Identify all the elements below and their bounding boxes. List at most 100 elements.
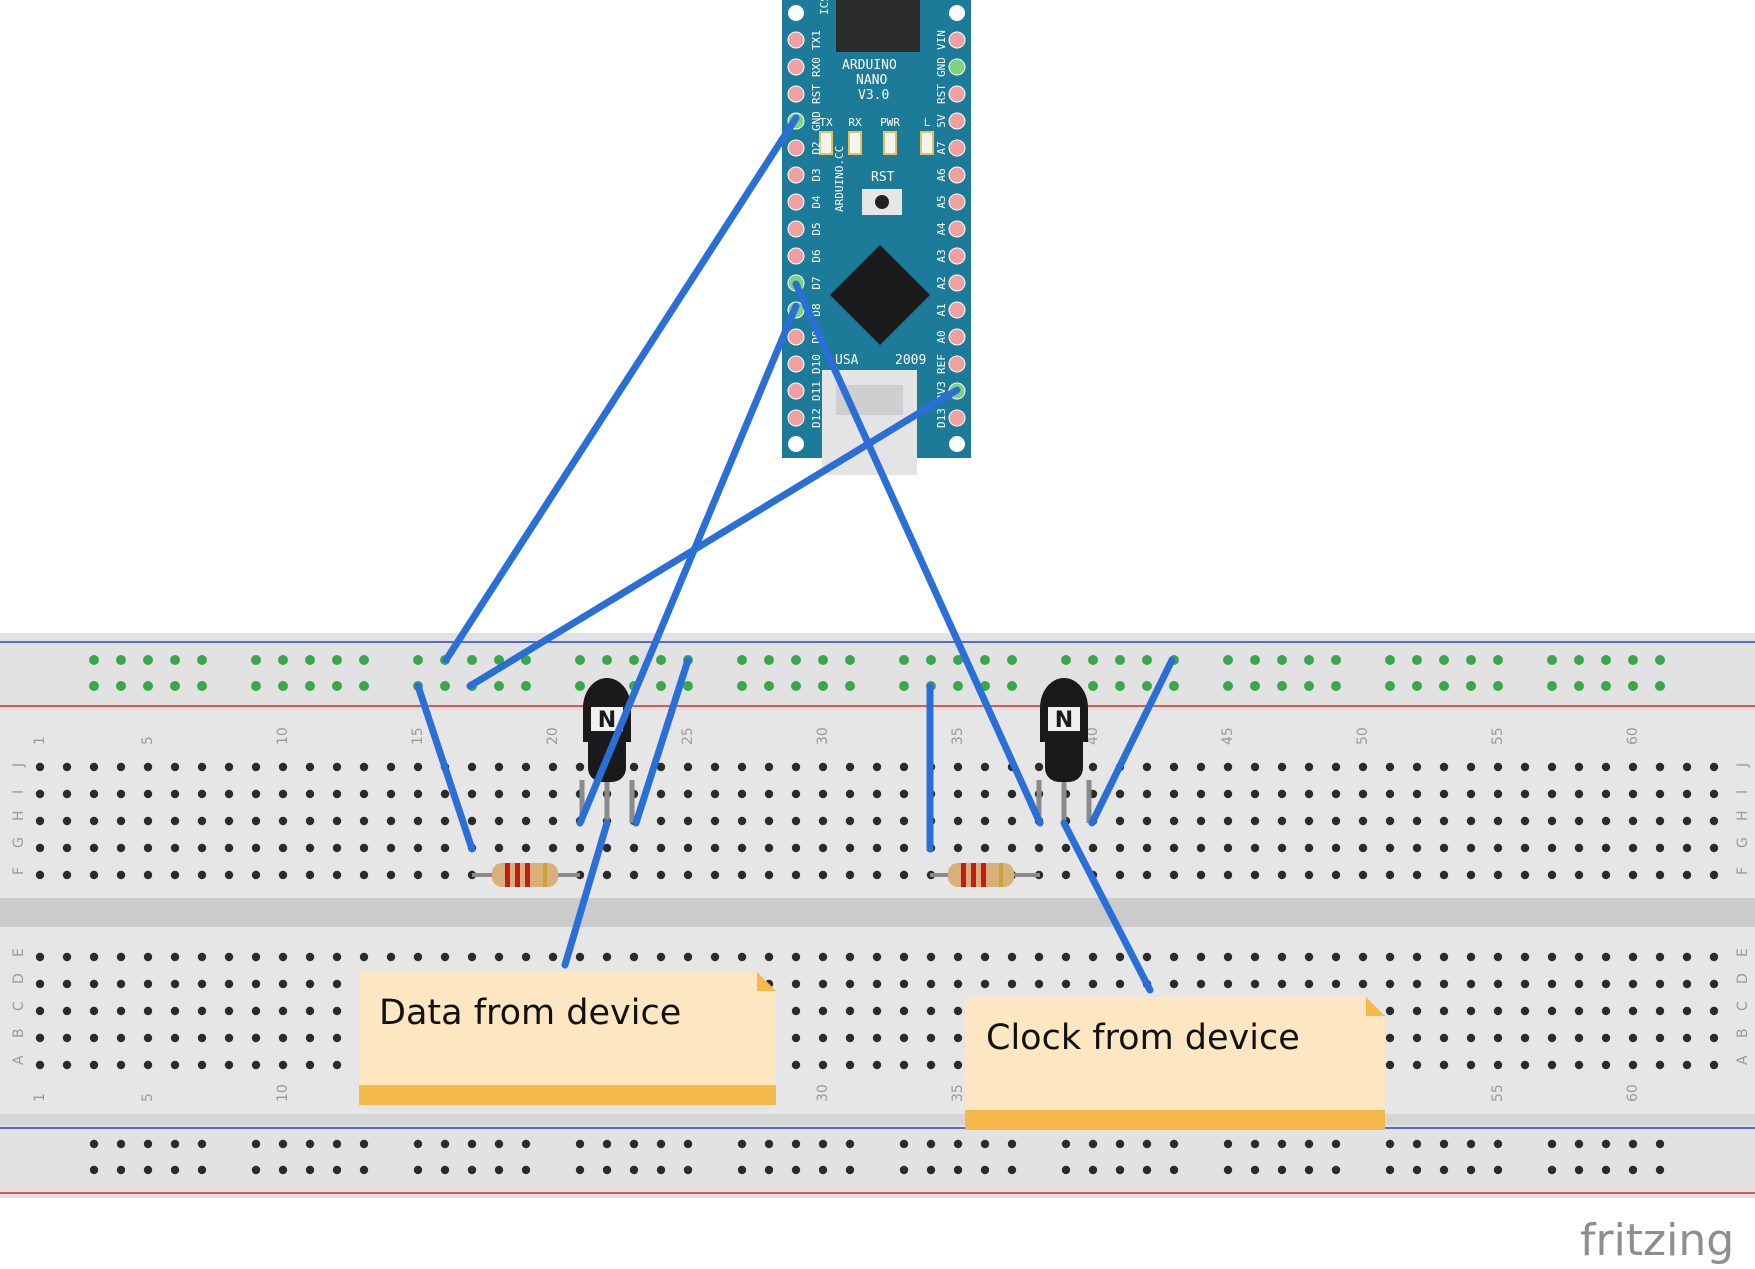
reset-button-cap[interactable] (875, 195, 889, 209)
arduino-nano[interactable]: RST ICSP ARDUINO NANO V3.0 ARDUINO.CC US… (782, 0, 971, 475)
breadboard-hole (1601, 789, 1611, 799)
wire-rail-transistor-1[interactable] (632, 656, 692, 827)
breadboard-hole (62, 843, 72, 853)
transistor-2[interactable]: N (1036, 678, 1092, 823)
note-text[interactable]: Data from device (379, 993, 681, 1033)
breadboard-hole (818, 1006, 828, 1016)
breadboard-hole (548, 843, 558, 853)
breadboard-hole (467, 789, 477, 799)
breadboard-hole (197, 952, 207, 962)
breadboard-hole (1196, 979, 1206, 989)
rail-hole (116, 655, 126, 665)
breadboard-hole (197, 843, 207, 853)
breadboard-hole (683, 816, 693, 826)
pin-label: A1 (935, 303, 948, 316)
wire-data[interactable] (576, 302, 800, 827)
note-data[interactable]: Data from device (359, 972, 776, 1105)
breadboard-hole (899, 870, 909, 880)
breadboard-hole (872, 979, 882, 989)
breadboard-hole (62, 952, 72, 962)
wire-rail-transistor-2[interactable] (1088, 656, 1176, 827)
breadboard-hole (1439, 1033, 1449, 1043)
rail-hole (980, 1139, 990, 1149)
breadboard-hole (1304, 789, 1314, 799)
breadboard-hole (1358, 843, 1368, 853)
breadboard-hole (764, 762, 774, 772)
breadboard-hole (1709, 979, 1719, 989)
breadboard-hole (1574, 952, 1584, 962)
wire-rail-resistor-1[interactable] (414, 682, 476, 853)
wire-clock-out[interactable] (1060, 819, 1154, 994)
rail-hole (1655, 681, 1665, 691)
breadboard-hole (1412, 1033, 1422, 1043)
breadboard-hole (1412, 1060, 1422, 1070)
rail-hole (1412, 655, 1422, 665)
breadboard-hole (251, 1060, 261, 1070)
breadboard-hole (737, 762, 747, 772)
breadboard-hole (305, 979, 315, 989)
rail-hole (359, 1139, 369, 1149)
column-number: 5 (140, 736, 156, 745)
breadboard-hole (1466, 1060, 1476, 1070)
pin-label: D7 (810, 276, 823, 289)
pin-label: GND (935, 57, 948, 77)
rail-hole (467, 655, 477, 665)
breadboard-hole (170, 843, 180, 853)
rail-hole (737, 655, 747, 665)
wire-data-out[interactable] (561, 819, 611, 969)
rail-hole (683, 1165, 693, 1175)
rail-hole (953, 1165, 963, 1175)
rail-hole (1574, 1139, 1584, 1149)
rail-hole (737, 1165, 747, 1175)
breadboard-hole (89, 979, 99, 989)
rail-hole (1304, 655, 1314, 665)
breadboard-hole (1466, 1006, 1476, 1016)
breadboard-hole (1385, 952, 1395, 962)
breadboard-hole (1304, 870, 1314, 880)
rail-hole (1088, 681, 1098, 691)
breadboard-hole (1709, 843, 1719, 853)
breadboard-hole (1466, 843, 1476, 853)
rail-hole (494, 1165, 504, 1175)
breadboard-hole (764, 952, 774, 962)
wire-gnd[interactable] (442, 114, 800, 664)
resistor-2[interactable] (930, 863, 1040, 887)
wire-clock[interactable] (792, 280, 1044, 827)
arduino-pin (948, 274, 966, 292)
wire-3v3[interactable] (466, 386, 961, 690)
breadboard-hole (926, 952, 936, 962)
breadboard-hole (953, 1006, 963, 1016)
breadboard-hole (1277, 762, 1287, 772)
note-clock[interactable]: Clock from device (965, 997, 1385, 1130)
breadboard-hole (1142, 952, 1152, 962)
resistor-1[interactable] (472, 863, 580, 887)
breadboard-hole (980, 843, 990, 853)
rail-hole (1412, 681, 1422, 691)
breadboard-hole (1493, 979, 1503, 989)
column-number: 10 (275, 727, 291, 745)
breadboard-hole (1628, 789, 1638, 799)
breadboard-hole (1304, 979, 1314, 989)
breadboard-hole (791, 816, 801, 826)
breadboard-hole (143, 1060, 153, 1070)
breadboard-hole (1655, 952, 1665, 962)
breadboard-hole (1682, 1033, 1692, 1043)
breadboard-hole (413, 843, 423, 853)
resistor-band (981, 863, 986, 887)
breadboard-hole (710, 870, 720, 880)
column-number: 35 (950, 1084, 966, 1102)
arduino-pin (948, 355, 966, 373)
note-text[interactable]: Clock from device (986, 1018, 1300, 1058)
breadboard-hole (1385, 870, 1395, 880)
row-letter: H (1735, 810, 1751, 821)
rail-hole (1466, 1139, 1476, 1149)
column-number: 60 (1625, 727, 1641, 745)
pin-label: D6 (810, 249, 823, 262)
rail-hole (1061, 1165, 1071, 1175)
rail-hole (1439, 681, 1449, 691)
breadboard-hole (1412, 843, 1422, 853)
rail-hole (1331, 1139, 1341, 1149)
fritzing-logo: fritzing (1580, 1215, 1734, 1266)
breadboard-hole (1493, 1006, 1503, 1016)
resistor-band (525, 863, 530, 887)
